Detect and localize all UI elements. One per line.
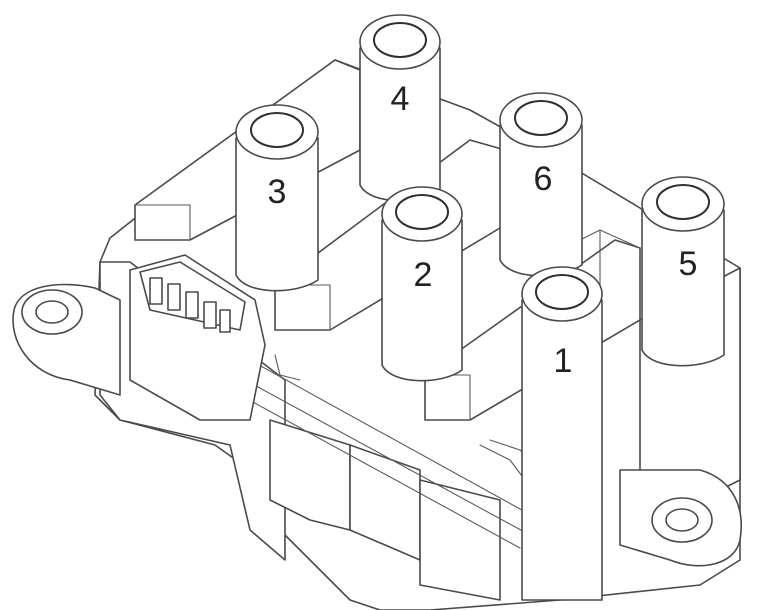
terminal-number-4: 4 — [391, 80, 410, 118]
coil-tower-6 — [499, 92, 583, 277]
coil-tower-4 — [359, 14, 441, 202]
left-mounting-ear — [12, 283, 121, 396]
coil-tower-2 — [381, 186, 463, 382]
coil-tower-3 — [235, 104, 319, 292]
terminal-number-6: 6 — [534, 160, 553, 198]
coil-tower-5 — [641, 176, 725, 367]
right-mounting-ear — [619, 469, 742, 567]
terminal-number-1: 1 — [554, 342, 573, 380]
electrical-connector — [129, 254, 266, 421]
coil-tower-1 — [521, 266, 603, 601]
terminal-number-5: 5 — [679, 245, 698, 283]
terminal-number-3: 3 — [268, 173, 287, 211]
terminal-number-2: 2 — [414, 256, 433, 294]
